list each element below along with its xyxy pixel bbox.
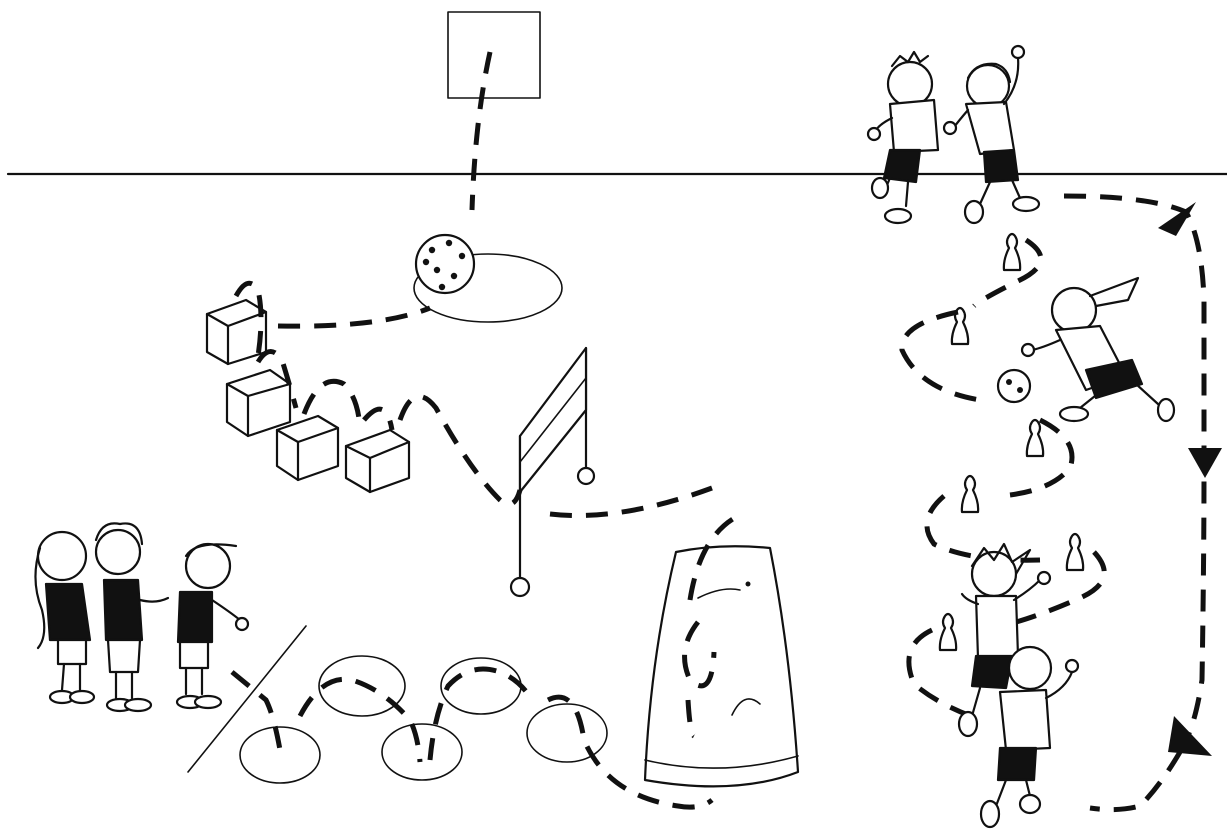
arrow-top-right: [1158, 202, 1196, 236]
boxes: [205, 298, 411, 494]
hoop-5: [526, 703, 608, 763]
box-4: [344, 428, 411, 494]
arrow-bottom-right: [1168, 716, 1212, 756]
start-line: [187, 625, 307, 773]
ball-station: [413, 233, 563, 323]
hoop-1: [239, 726, 321, 784]
child-top-2: [942, 44, 1041, 225]
hoops: [239, 655, 608, 784]
child-queue-1: [34, 530, 96, 705]
skittles: [938, 232, 1085, 652]
child-bottom-2: [979, 645, 1080, 829]
hurdle: [509, 346, 596, 598]
child-queue-3: [175, 542, 250, 710]
arrow-right-middle: [1188, 448, 1222, 478]
child-top-1: [866, 50, 940, 225]
child-queue-2: [94, 522, 170, 713]
hoop-2: [318, 655, 406, 717]
soft-mat: [643, 545, 800, 788]
hoop-4: [440, 657, 522, 715]
child-dribbling: [1020, 276, 1176, 423]
box-1: [205, 298, 268, 366]
hoop-3: [381, 723, 463, 781]
box-3: [275, 414, 340, 482]
soccer-ball: [996, 368, 1032, 404]
child-bottom-1: [957, 542, 1052, 738]
box-2: [225, 368, 292, 438]
target-square: [447, 11, 541, 99]
